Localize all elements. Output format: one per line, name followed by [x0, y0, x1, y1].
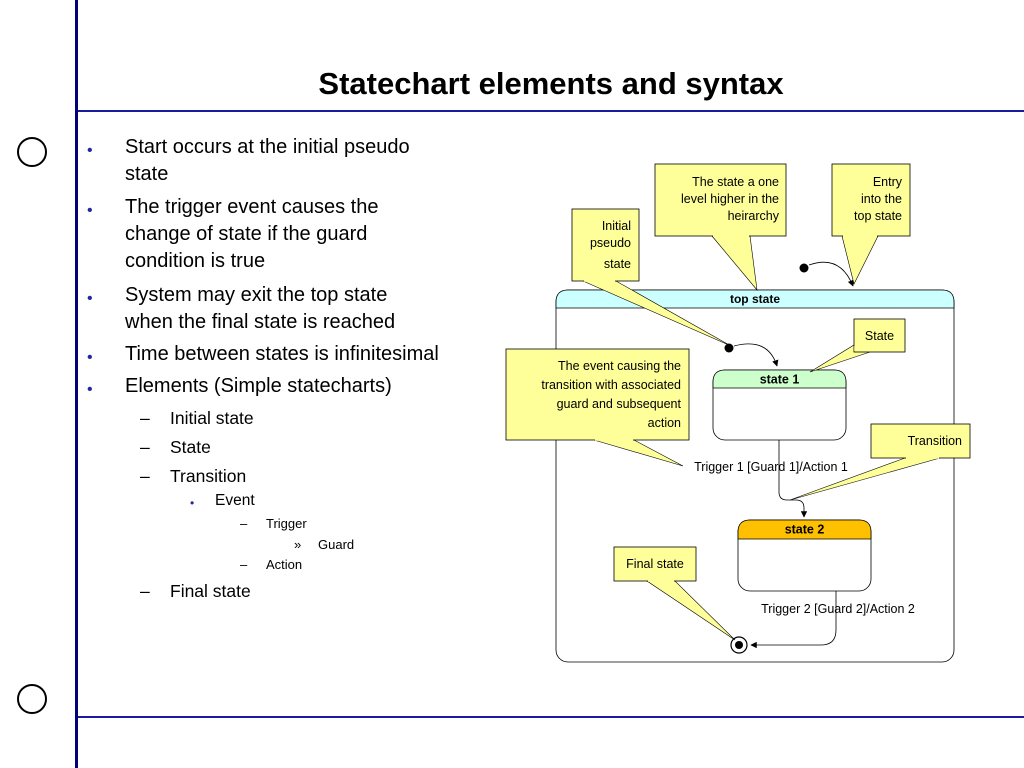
callout-state: State — [809, 318, 906, 373]
transition-1-label: Trigger 1 [Guard 1]/Action 1 — [694, 460, 848, 474]
callout-text: level higher in the — [681, 192, 779, 206]
state-1: state 1 — [712, 369, 847, 441]
state-2: state 2 — [737, 519, 872, 592]
binder-hole-icon — [17, 137, 47, 167]
sub-bullet-text: Event — [215, 492, 255, 509]
bullet-text: System may exit the top state — [125, 284, 388, 306]
callout-text: guard and subsequent — [557, 397, 682, 411]
sub-bullet-marker: – — [240, 557, 248, 572]
sub-bullet-text: Transition — [170, 466, 247, 486]
top-state-label: top state — [730, 292, 780, 306]
callout-initial-pseudo-state: Initial pseudo state — [571, 208, 732, 347]
transition-2-label: Trigger 2 [Guard 2]/Action 2 — [761, 602, 915, 616]
sub-bullet-marker: – — [240, 516, 248, 531]
callout-text: Initial — [602, 219, 631, 233]
bullet-text: state — [125, 163, 169, 185]
bullet-text: change of state if the guard — [125, 223, 368, 245]
transition-2-arrow — [750, 591, 837, 649]
callout-text: Final state — [626, 557, 684, 571]
bullet-text: condition is true — [125, 250, 266, 272]
sub-bullet-text: Guard — [318, 537, 355, 552]
sub-bullet-marker: – — [140, 437, 150, 457]
bullet-marker: • — [87, 381, 93, 398]
callout-parent-state: The state a one level higher in the heir… — [654, 163, 787, 291]
bullet-marker: • — [87, 290, 93, 307]
title-divider — [78, 110, 1024, 112]
bullet-text: Start occurs at the initial pseudo — [125, 136, 410, 158]
margin-line — [75, 0, 78, 768]
bullet-text: The trigger event causes the — [125, 196, 379, 218]
bullet-text: Elements (Simple statecharts) — [125, 375, 392, 397]
sub-bullet-text: Initial state — [170, 408, 254, 428]
callout-text: The state a one — [692, 175, 779, 189]
bullet-marker: • — [87, 202, 93, 219]
bullet-text: when the final state is reached — [125, 311, 396, 333]
callout-transition: Transition — [789, 423, 971, 501]
slide-title: Statechart elements and syntax — [318, 66, 784, 101]
callout-text: into the — [861, 192, 902, 206]
callout-text: transition with associated — [541, 378, 681, 392]
state-2-label: state 2 — [785, 523, 825, 537]
sub-bullet-text: Action — [266, 557, 303, 572]
initial-pseudo-state-icon — [724, 343, 734, 353]
callout-text: State — [865, 329, 894, 343]
initial-pseudo-state-icon — [799, 263, 809, 273]
initial-transition-arrow — [733, 343, 779, 367]
callout-event: The event causing the transition with as… — [505, 348, 690, 467]
state-1-label: state 1 — [760, 373, 800, 387]
sub-bullet-text: State — [170, 437, 211, 457]
callout-entry: Entry into the top state — [831, 163, 911, 285]
callout-text: action — [648, 416, 681, 430]
footer-divider — [78, 716, 1024, 718]
sub-bullet-marker: – — [140, 466, 150, 486]
callout-text: top state — [854, 209, 902, 223]
binder-hole-icon — [17, 684, 47, 714]
callout-text: pseudo — [590, 236, 631, 250]
callout-final-state: Final state — [613, 546, 736, 641]
sub-bullet-marker: • — [190, 496, 195, 510]
callout-text: Entry — [873, 175, 903, 189]
bullet-marker: • — [87, 142, 93, 159]
callout-text: The event causing the — [558, 359, 681, 373]
callout-text: state — [604, 257, 631, 271]
bullet-text: Time between states is infinitesimal — [125, 343, 439, 365]
entry-arrow — [808, 261, 854, 287]
callout-text: Transition — [908, 434, 962, 448]
sub-bullet-text: Trigger — [266, 516, 307, 531]
sub-bullet-marker: » — [294, 537, 302, 552]
transition-1-arrow — [778, 440, 808, 518]
bullet-marker: • — [87, 349, 93, 366]
sub-bullet-text: Final state — [170, 581, 251, 601]
callout-text: heirarchy — [728, 209, 780, 223]
sub-bullet-marker: – — [140, 581, 150, 601]
final-state-icon — [730, 636, 748, 654]
sub-bullet-marker: – — [140, 408, 150, 428]
